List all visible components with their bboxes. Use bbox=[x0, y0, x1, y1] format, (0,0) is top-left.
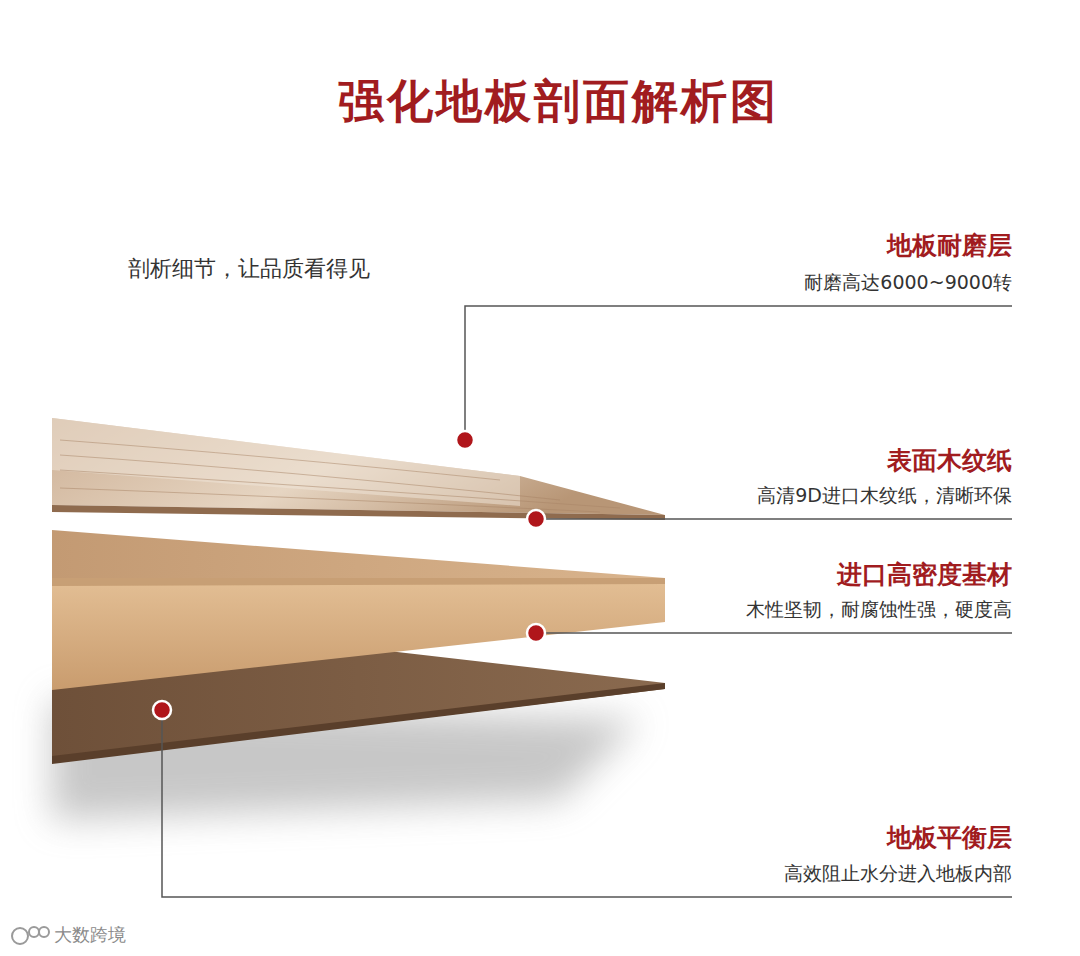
watermark: 大数跨境 bbox=[54, 924, 126, 946]
wear-layer bbox=[52, 418, 520, 506]
callout-dot bbox=[456, 431, 474, 449]
diagram-title: 强化地板剖面解析图 bbox=[338, 74, 779, 129]
callout-body: 耐磨高达6000~9000转 bbox=[804, 271, 1012, 294]
callout-heading: 表面木纹纸 bbox=[887, 446, 1012, 476]
callout-heading: 地板平衡层 bbox=[887, 823, 1012, 853]
leader-line bbox=[536, 632, 1012, 634]
watermark-logo bbox=[12, 927, 49, 944]
callout-body: 高效阻止水分进入地板内部 bbox=[784, 862, 1012, 885]
callout-dot bbox=[527, 624, 545, 642]
wood-paper-edge bbox=[52, 505, 665, 520]
wood-grain bbox=[60, 440, 620, 512]
core-layer-front bbox=[52, 578, 665, 690]
leader-line bbox=[465, 306, 1012, 440]
callout-dot bbox=[527, 510, 545, 528]
core-layer-line bbox=[52, 578, 665, 586]
balance-layer-edge bbox=[52, 683, 665, 764]
leader-line bbox=[162, 710, 1012, 897]
leader-line bbox=[536, 518, 1012, 520]
subtitle: 剖析细节，让品质看得见 bbox=[128, 256, 370, 282]
callout-body: 高清9D进口木纹纸，清晰环保 bbox=[757, 484, 1012, 507]
callout-dot bbox=[153, 701, 171, 719]
callout-body: 木性坚韧，耐腐蚀性强，硬度高 bbox=[746, 598, 1012, 621]
callout-heading: 地板耐磨层 bbox=[887, 231, 1012, 261]
callout-heading: 进口高密度基材 bbox=[837, 560, 1012, 590]
wood-paper-layer bbox=[52, 418, 665, 515]
